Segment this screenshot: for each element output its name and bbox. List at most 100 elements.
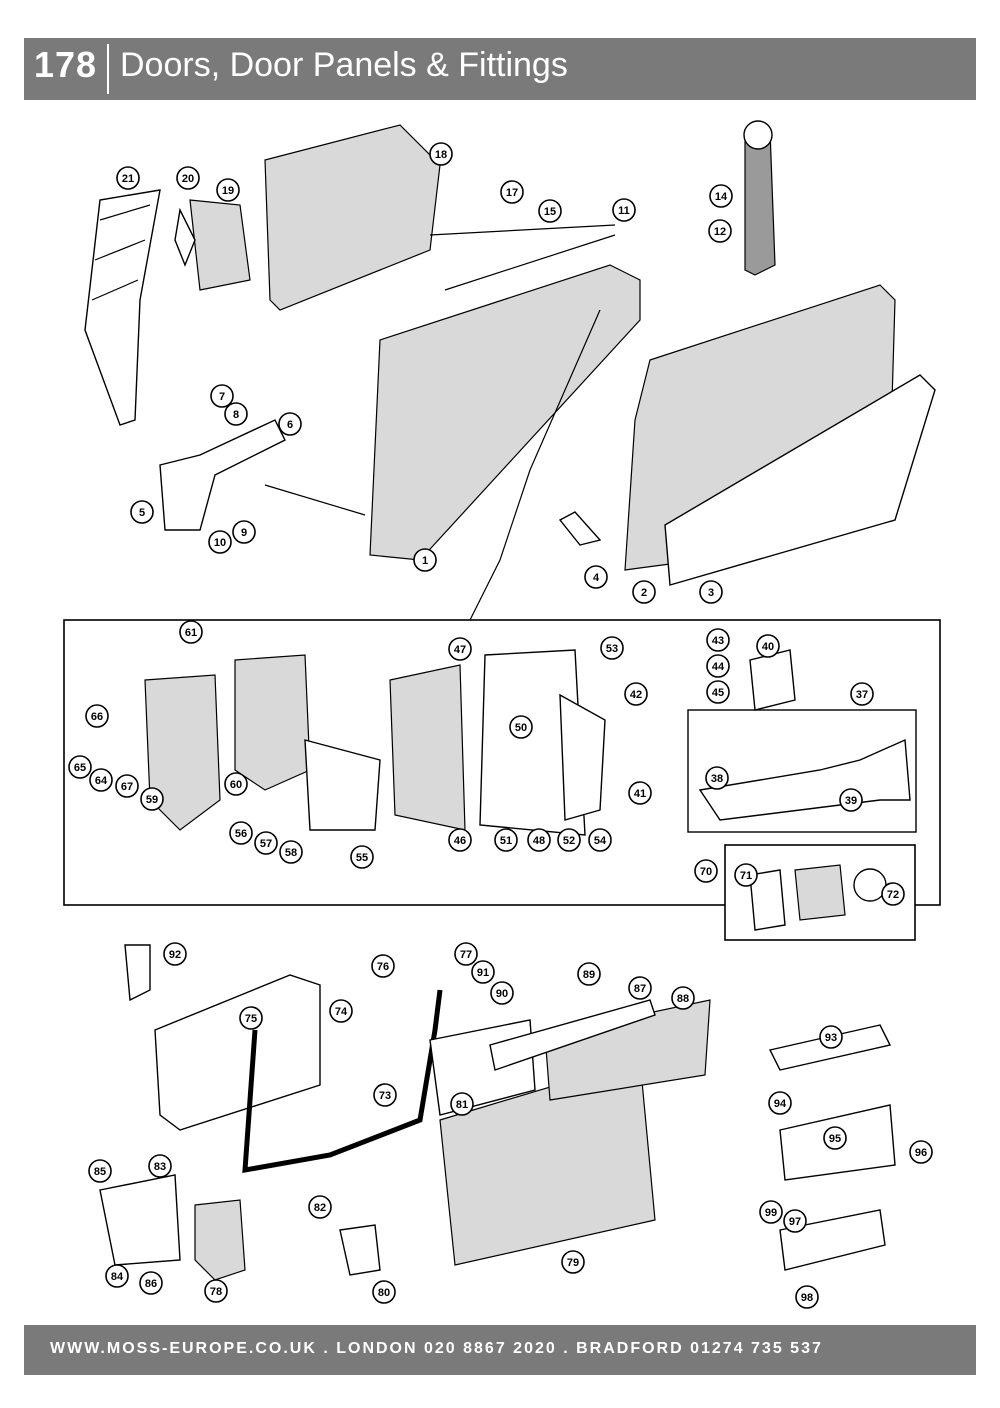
footer-contact: WWW.MOSS-EUROPE.CO.UK . LONDON 020 8867 … — [50, 1340, 823, 1357]
callout-52: 52 — [557, 828, 581, 852]
callout-9: 9 — [232, 520, 256, 544]
part-lock-barrel — [749, 864, 887, 931]
callout-60: 60 — [224, 772, 248, 796]
callout-17: 17 — [500, 180, 524, 204]
part-door-card — [429, 999, 711, 1266]
callout-label-94: 94 — [774, 1098, 787, 1110]
callout-circle-44 — [706, 654, 730, 678]
callout-circle-21 — [116, 166, 140, 190]
callout-41: 41 — [628, 781, 652, 805]
part-hinge-check — [99, 1174, 246, 1281]
callout-label-78: 78 — [210, 1286, 222, 1298]
callout-circle-56 — [229, 821, 253, 845]
callout-71: 71 — [734, 863, 758, 887]
callout-4: 4 — [584, 565, 608, 589]
callout-circle-43 — [706, 628, 730, 652]
callout-circle-9 — [232, 520, 256, 544]
callout-circle-66 — [85, 704, 109, 728]
callout-label-86: 86 — [145, 1278, 157, 1290]
callout-label-40: 40 — [762, 641, 774, 653]
callout-circle-87 — [628, 976, 652, 1000]
callout-label-85: 85 — [94, 1166, 106, 1178]
part-clip — [339, 1224, 381, 1276]
callout-circle-61 — [179, 620, 203, 644]
callout-circle-73 — [373, 1083, 397, 1107]
callout-circle-64 — [89, 768, 113, 792]
callout-label-77: 77 — [460, 949, 472, 961]
callout-81: 81 — [450, 1092, 474, 1116]
callout-circle-55 — [350, 845, 374, 869]
part-door-shell-rear — [558, 284, 936, 586]
part-door-handle — [698, 738, 911, 821]
callout-circle-20 — [176, 166, 200, 190]
callout-circle-14 — [709, 184, 733, 208]
callout-label-79: 79 — [567, 1257, 579, 1269]
callout-78: 78 — [204, 1279, 228, 1303]
callout-circle-48 — [527, 828, 551, 852]
callout-circle-52 — [557, 828, 581, 852]
callout-circle-5 — [130, 500, 154, 524]
callout-1: 1 — [413, 548, 437, 572]
callout-circle-83 — [148, 1154, 172, 1178]
page-title: Doors, Door Panels & Fittings — [120, 46, 568, 84]
callout-10: 10 — [208, 530, 232, 554]
callout-circle-88 — [671, 986, 695, 1010]
callout-label-50: 50 — [515, 722, 527, 734]
callout-70: 70 — [694, 859, 718, 883]
callout-circle-85 — [88, 1159, 112, 1183]
callout-label-21: 21 — [122, 173, 134, 185]
callout-99: 99 — [759, 1200, 783, 1224]
callout-circle-70 — [694, 859, 718, 883]
callout-label-73: 73 — [379, 1090, 391, 1102]
callout-89: 89 — [577, 962, 601, 986]
callout-label-1: 1 — [422, 555, 428, 567]
callout-label-59: 59 — [146, 794, 158, 806]
callout-51: 51 — [494, 828, 518, 852]
callout-85: 85 — [88, 1159, 112, 1183]
callout-label-5: 5 — [139, 507, 145, 519]
callout-90: 90 — [490, 981, 514, 1005]
callout-circle-8 — [224, 402, 248, 426]
callout-label-3: 3 — [708, 587, 714, 599]
callout-39: 39 — [839, 788, 863, 812]
callout-44: 44 — [706, 654, 730, 678]
callout-97: 97 — [783, 1209, 807, 1233]
callout-label-4: 4 — [593, 572, 600, 584]
callout-label-95: 95 — [829, 1133, 841, 1145]
callout-19: 19 — [216, 178, 240, 202]
callout-75: 75 — [239, 1006, 263, 1030]
callout-47: 47 — [448, 637, 472, 661]
callout-circle-78 — [204, 1279, 228, 1303]
leader-curve — [469, 309, 601, 621]
callout-circle-74 — [329, 999, 353, 1023]
callout-label-61: 61 — [185, 627, 197, 639]
part-mirror-bracket — [124, 944, 151, 1002]
callout-74: 74 — [329, 999, 353, 1023]
callout-label-39: 39 — [845, 795, 857, 807]
callout-15: 15 — [538, 199, 562, 223]
callout-circle-76 — [371, 954, 395, 978]
footer-bar — [24, 1325, 976, 1375]
callout-label-58: 58 — [285, 847, 297, 859]
callout-circle-41 — [628, 781, 652, 805]
callout-circle-96 — [909, 1140, 933, 1164]
callout-label-7: 7 — [219, 391, 225, 403]
part-hinge — [159, 419, 366, 531]
callout-48: 48 — [527, 828, 551, 852]
callout-98: 98 — [795, 1285, 819, 1309]
callout-circle-72 — [881, 882, 905, 906]
callout-circle-71 — [734, 863, 758, 887]
callout-56: 56 — [229, 821, 253, 845]
callout-88: 88 — [671, 986, 695, 1010]
callout-label-43: 43 — [712, 635, 724, 647]
callout-label-10: 10 — [214, 537, 226, 549]
callout-label-70: 70 — [700, 866, 712, 878]
callout-label-56: 56 — [235, 828, 247, 840]
callout-circle-86 — [139, 1271, 163, 1295]
callout-circle-4 — [584, 565, 608, 589]
callout-57: 57 — [254, 831, 278, 855]
callout-label-87: 87 — [634, 983, 646, 995]
callout-label-9: 9 — [241, 527, 247, 539]
callout-circle-15 — [538, 199, 562, 223]
